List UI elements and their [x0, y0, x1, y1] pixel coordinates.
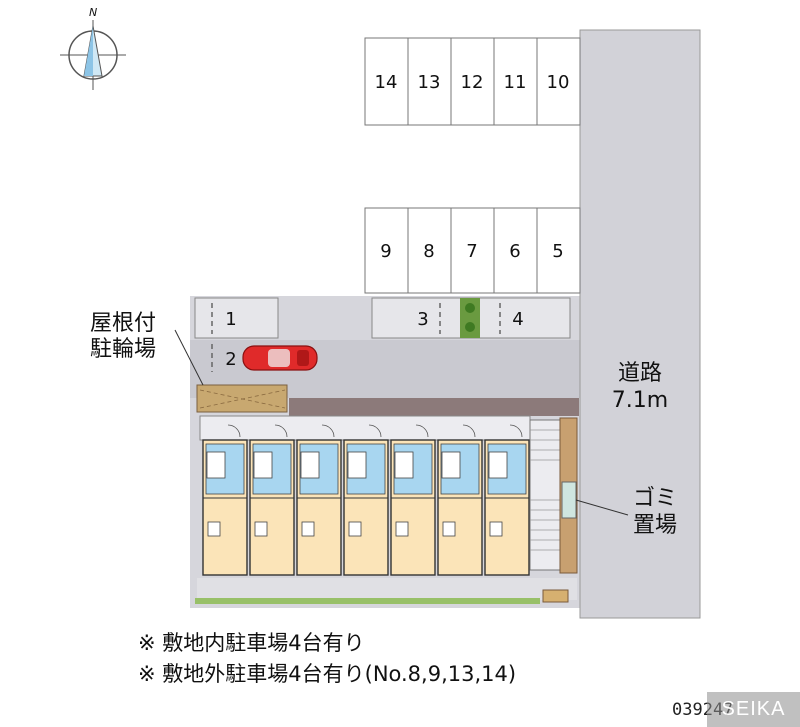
note-onsite-parking: ※ 敷地内駐車場4台有り [138, 631, 365, 655]
parking-space-5: 5 [552, 241, 563, 262]
watermark-logo: SEIKA [707, 692, 800, 727]
building-wall [289, 398, 579, 416]
parking-space-1-box [194, 297, 279, 339]
parking-notes: ※ 敷地内駐車場4台有り ※ 敷地外駐車場4台有り(No.8,9,13,14) [138, 628, 516, 690]
parking-space-1: 1 [225, 309, 236, 330]
garbage-leader [575, 499, 629, 516]
garbage-area [561, 481, 577, 519]
parking-space-14: 14 [375, 72, 398, 93]
parking-stop-marks [211, 303, 501, 372]
planter-icon [460, 298, 480, 338]
stairs [529, 419, 561, 571]
parking-space-8: 8 [423, 241, 434, 262]
parking-space-11: 11 [504, 72, 527, 93]
corridor [199, 415, 531, 441]
road-label-line2: 7.1m [612, 388, 668, 413]
parking-space-12: 12 [461, 72, 484, 93]
bike-shelter-label-line2: 駐輪場 [90, 337, 156, 362]
parking-space-6: 6 [509, 241, 520, 262]
yard [197, 578, 577, 600]
bike-shelter-label-line1: 屋根付 [90, 311, 156, 336]
bike-shelter-leader [174, 329, 204, 386]
parking-space-10: 10 [547, 72, 570, 93]
road-label-line1: 道路 [618, 361, 662, 386]
compass-icon [60, 20, 126, 90]
hedge [195, 598, 540, 604]
bike-shelter-hatch [199, 389, 286, 409]
car-icon [242, 345, 318, 371]
gate [542, 589, 569, 603]
road [579, 29, 701, 619]
parking-space-4: 4 [512, 309, 523, 330]
garbage-label-line2: 置場 [633, 513, 677, 538]
parking-space-13: 13 [418, 72, 441, 93]
parking-middle-row [364, 207, 581, 294]
parking-space-7: 7 [466, 241, 477, 262]
apartment-units [202, 424, 530, 576]
parking-top-row [364, 37, 581, 126]
parking-space-2: 2 [225, 349, 236, 370]
stairs-steps [530, 429, 560, 551]
note-offsite-parking: ※ 敷地外駐車場4台有り(No.8,9,13,14) [138, 662, 517, 686]
parking-space-9: 9 [380, 241, 391, 262]
parking-space-3: 3 [417, 309, 428, 330]
compass-north-label: N [89, 6, 97, 19]
garbage-label-line1: ゴミ [633, 486, 677, 511]
